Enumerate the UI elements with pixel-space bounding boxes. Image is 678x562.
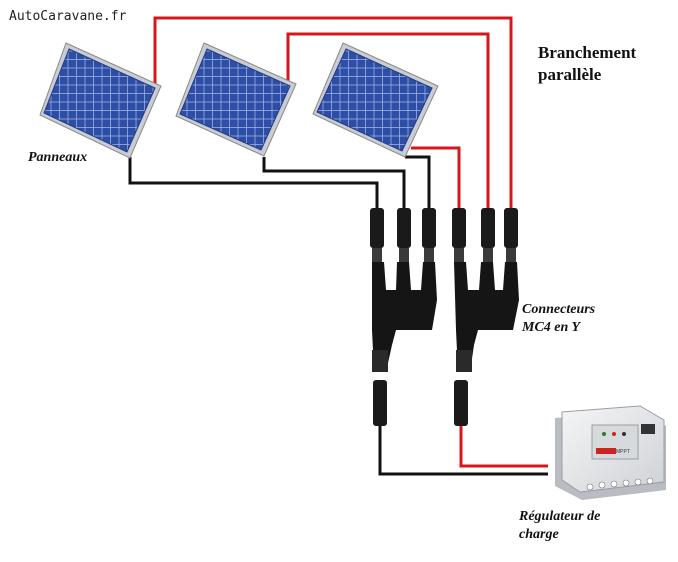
- negative-wires: [128, 155, 548, 476]
- mc4-connector-4: [452, 208, 466, 262]
- red-wire-panel-3: [411, 146, 461, 213]
- regulator-brand-text: MPPT: [616, 449, 630, 455]
- solar-panel-1: [39, 42, 162, 159]
- connectors-label-line-2: MC4 en Y: [522, 320, 581, 335]
- mc4-y-connector-positive: [454, 262, 519, 372]
- mc4-connector-negative-out: [373, 380, 387, 426]
- connectors-label-line-1: Connecteurs: [522, 302, 596, 317]
- title-line-2: parallèle: [538, 65, 602, 84]
- panels-label: Panneaux: [28, 150, 88, 165]
- regulator-label-line-1: Régulateur de: [519, 509, 601, 524]
- mc4-connectors-bottom: [373, 380, 468, 426]
- mc4-connector-6: [504, 208, 518, 262]
- mc4-connector-1: [370, 208, 384, 262]
- diagram-title: Branchement parallèle: [538, 42, 636, 86]
- red-wire-panel-1: [153, 16, 513, 213]
- mc4-connector-3: [422, 208, 436, 262]
- solar-panel-3: [312, 42, 439, 158]
- regulator-label-line-2: charge: [519, 527, 559, 542]
- regulator-label: Régulateur de charge: [519, 508, 600, 544]
- black-wire-regulator: [378, 425, 548, 476]
- mc4-connectors-top: [370, 208, 518, 262]
- mc4-connector-positive-out: [454, 380, 468, 426]
- red-wire-panel-2: [286, 32, 490, 213]
- connectors-label: Connecteurs MC4 en Y: [522, 301, 595, 337]
- mc4-y-connector-negative: [372, 262, 437, 372]
- solar-panel-2: [175, 42, 297, 157]
- positive-wires: [153, 16, 548, 468]
- black-wire-panel-2: [262, 157, 406, 213]
- black-wire-panel-3: [405, 155, 431, 213]
- title-line-1: Branchement: [538, 43, 637, 62]
- charge-regulator: MPPT: [555, 405, 666, 500]
- black-wire-panel-1: [128, 157, 379, 213]
- red-wire-regulator: [459, 425, 548, 468]
- mc4-connector-5: [481, 208, 495, 262]
- site-watermark: AutoCaravane.fr: [9, 9, 127, 24]
- mc4-connector-2: [397, 208, 411, 262]
